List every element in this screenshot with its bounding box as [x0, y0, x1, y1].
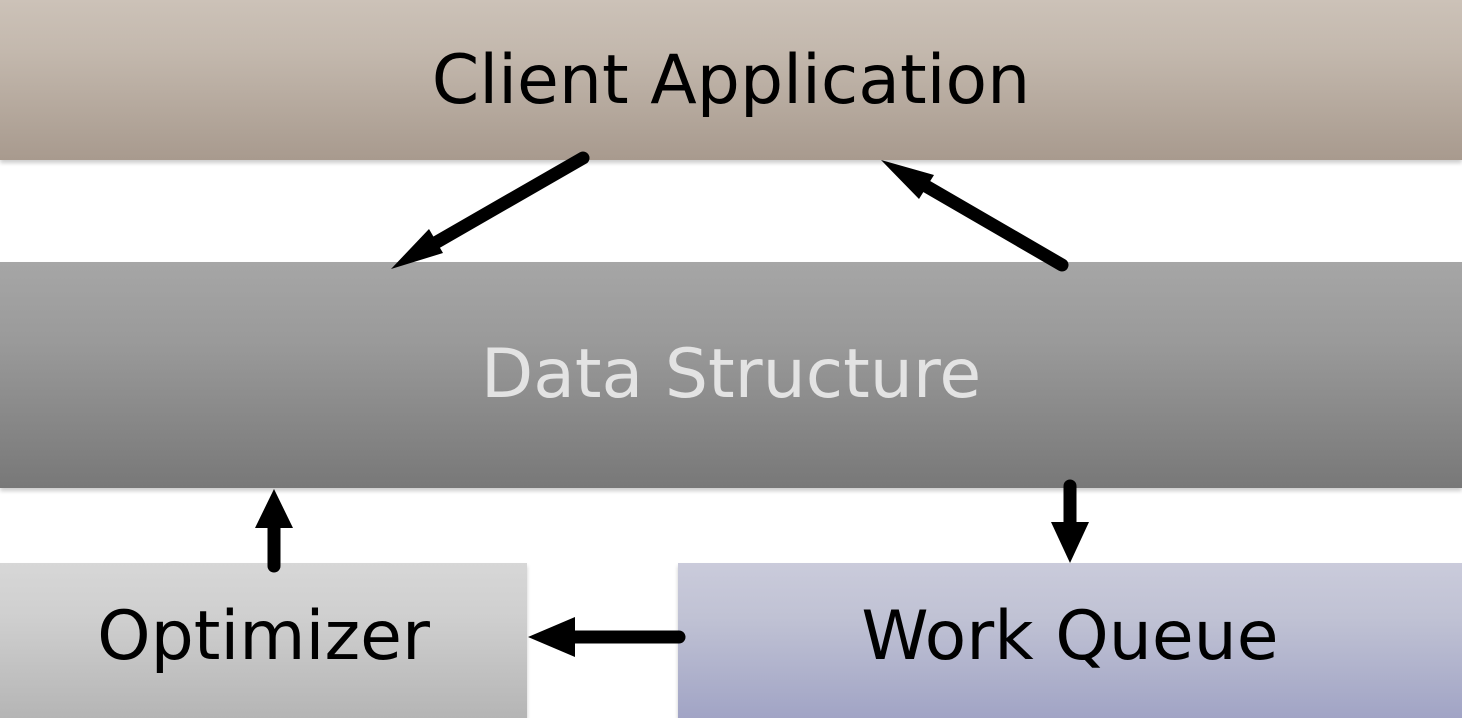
node-optimizer-label: Optimizer	[97, 596, 430, 676]
node-optimizer[interactable]: Optimizer	[0, 563, 527, 718]
node-data-structure[interactable]: Data Structure	[0, 262, 1462, 488]
node-client-application[interactable]: Client Application	[0, 0, 1462, 160]
arrow-work-queue-to-optimizer-icon	[528, 617, 686, 657]
node-data-structure-label: Data Structure	[480, 335, 982, 414]
arrow-data-structure-to-client-icon	[881, 160, 1069, 272]
node-client-application-label: Client Application	[431, 41, 1031, 120]
arrow-optimizer-to-data-structure-icon	[255, 489, 293, 573]
node-work-queue[interactable]: Work Queue	[678, 563, 1462, 718]
arrow-data-structure-to-work-queue-icon	[1051, 479, 1089, 563]
node-work-queue-label: Work Queue	[861, 596, 1279, 676]
arrow-client-to-data-structure-icon	[391, 151, 590, 269]
